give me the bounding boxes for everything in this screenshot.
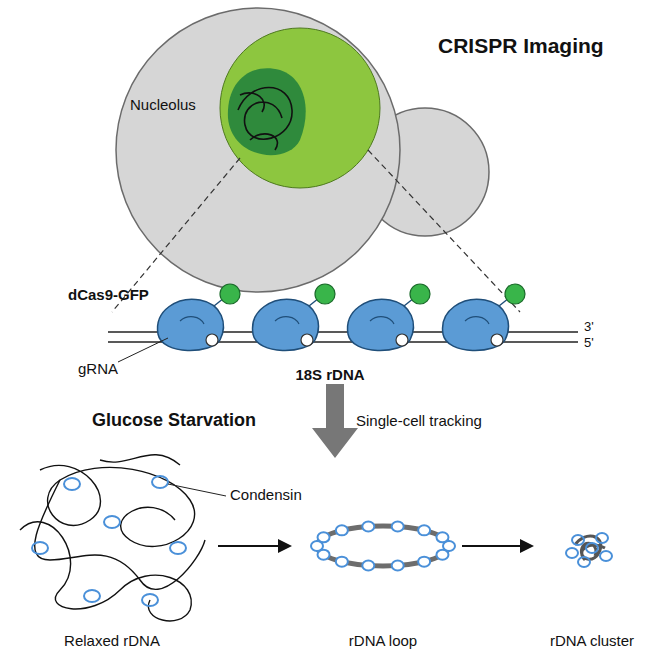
process-arrow	[312, 384, 358, 458]
nucleolus	[220, 28, 380, 188]
part-label: gRNA	[78, 360, 118, 377]
rdna-cluster	[566, 533, 612, 567]
gene-label: 18S rDNA	[295, 366, 364, 383]
method-label: Single-cell tracking	[356, 412, 482, 429]
rdna-region	[228, 68, 306, 155]
protein-label: Condensin	[230, 486, 302, 503]
leader-line	[168, 484, 226, 496]
organelle-label: Nucleolus	[130, 96, 196, 113]
state-label: Relaxed rDNA	[64, 632, 160, 649]
dcas9-complex	[158, 284, 525, 351]
transition-arrow	[218, 539, 534, 553]
state-label: rDNA loop	[349, 632, 417, 649]
relaxed-rdna	[20, 455, 205, 621]
strand-end: 5'	[584, 336, 594, 351]
condensin-ring	[32, 476, 186, 606]
zoom-line	[368, 150, 520, 312]
condition-label: Glucose Starvation	[92, 410, 256, 431]
state-label: rDNA cluster	[550, 632, 634, 649]
rdna-loop	[317, 526, 449, 566]
title: CRISPR Imaging	[438, 34, 604, 58]
strand-end: 3'	[584, 320, 594, 335]
rdna-strands	[238, 88, 292, 151]
condensin-ring	[311, 522, 455, 571]
leader-line	[118, 338, 168, 362]
yeast-cell	[116, 8, 400, 292]
protein-label: dCas9-GFP	[68, 286, 149, 303]
